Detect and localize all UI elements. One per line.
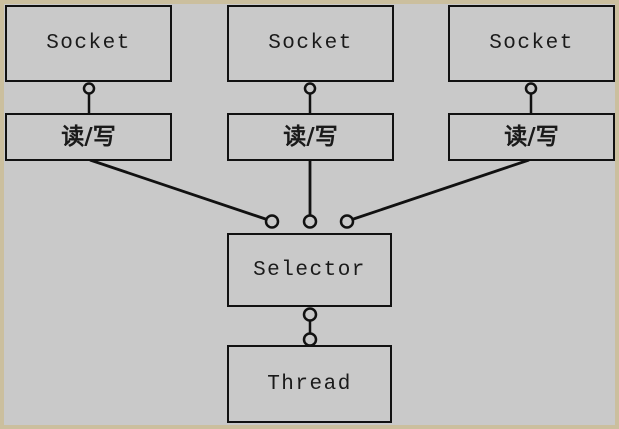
node-label-thread: Thread (267, 372, 352, 396)
connector-rw3-to-selector (339, 158, 530, 229)
node-socket-2[interactable]: Socket (227, 5, 394, 82)
node-read-write-1[interactable]: 读/写 (5, 113, 172, 161)
node-label-selector: Selector (253, 258, 366, 282)
node-label-socket-1: Socket (46, 32, 131, 55)
node-label-read-write-2: 读/写 (283, 123, 338, 150)
connector-socket3-to-rw3 (524, 82, 538, 114)
node-socket-1[interactable]: Socket (5, 5, 172, 82)
node-label-socket-2: Socket (268, 32, 353, 55)
connector-socket2-to-rw2 (303, 82, 317, 114)
node-read-write-2[interactable]: 读/写 (227, 113, 394, 161)
node-label-read-write-1: 读/写 (61, 123, 116, 150)
node-label-read-write-3: 读/写 (504, 123, 559, 150)
connector-selector-to-thread (302, 307, 318, 347)
node-label-socket-3: Socket (489, 32, 574, 55)
node-selector[interactable]: Selector (227, 233, 392, 307)
connector-rw2-to-selector (302, 160, 318, 229)
connector-socket1-to-rw1 (82, 82, 96, 114)
node-socket-3[interactable]: Socket (448, 5, 615, 82)
connector-rw1-to-selector (89, 158, 280, 229)
node-thread[interactable]: Thread (227, 345, 392, 423)
node-read-write-3[interactable]: 读/写 (448, 113, 615, 161)
